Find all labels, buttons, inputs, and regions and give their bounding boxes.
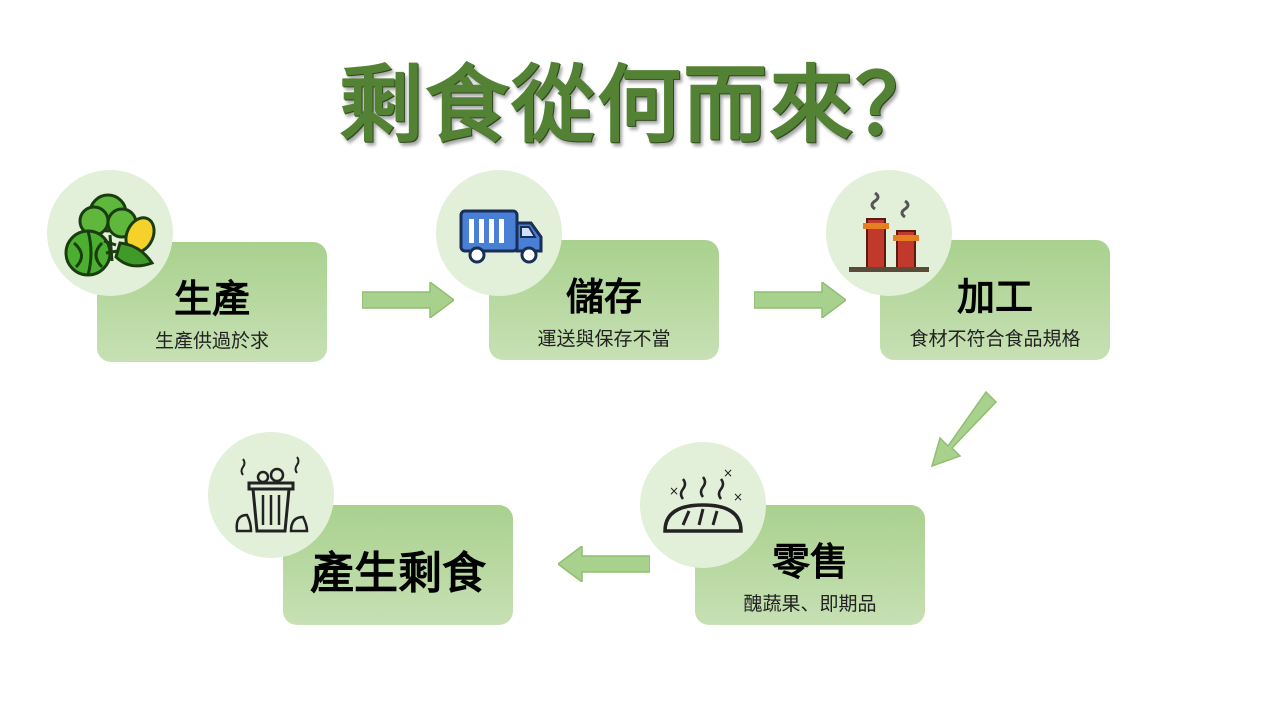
vegetables-icon bbox=[64, 193, 156, 277]
step-title: 儲存 bbox=[565, 275, 642, 319]
arrow-left-icon bbox=[558, 546, 650, 582]
moldy-bread-icon: × × × bbox=[663, 466, 743, 533]
step-description: 生產供過於求 bbox=[154, 330, 269, 352]
step-card-retail: 零售 醜蔬果、即期品 bbox=[695, 505, 925, 625]
page-title: 剩食從何而來？ bbox=[338, 56, 941, 154]
trash-can-icon-badge bbox=[208, 432, 334, 558]
step-description: 醜蔬果、即期品 bbox=[743, 593, 877, 615]
arrow-right-icon bbox=[362, 282, 454, 318]
svg-text:×: × bbox=[669, 484, 679, 498]
arrow-right-icon bbox=[754, 282, 846, 318]
moldy-bread-icon-badge: × × × bbox=[640, 442, 766, 568]
step-description: 食材不符合食品規格 bbox=[909, 328, 1081, 350]
step-title: 加工 bbox=[956, 275, 1033, 319]
step-card-storage: 儲存 運送與保存不當 bbox=[489, 240, 719, 360]
svg-text:×: × bbox=[733, 490, 743, 504]
trash-can-icon bbox=[235, 456, 309, 533]
truck-icon bbox=[459, 209, 543, 264]
factory-icon bbox=[849, 191, 929, 272]
arrow-down-left-icon bbox=[930, 390, 998, 468]
step-title: 生產 bbox=[173, 277, 250, 321]
step-title: 零售 bbox=[771, 540, 848, 584]
vegetables-icon-badge bbox=[47, 170, 173, 296]
factory-icon-badge bbox=[826, 170, 952, 296]
truck-icon-badge bbox=[436, 170, 562, 296]
svg-text:×: × bbox=[723, 466, 733, 480]
step-description: 運送與保存不當 bbox=[537, 328, 671, 350]
step-title: 產生剩食 bbox=[310, 548, 486, 599]
